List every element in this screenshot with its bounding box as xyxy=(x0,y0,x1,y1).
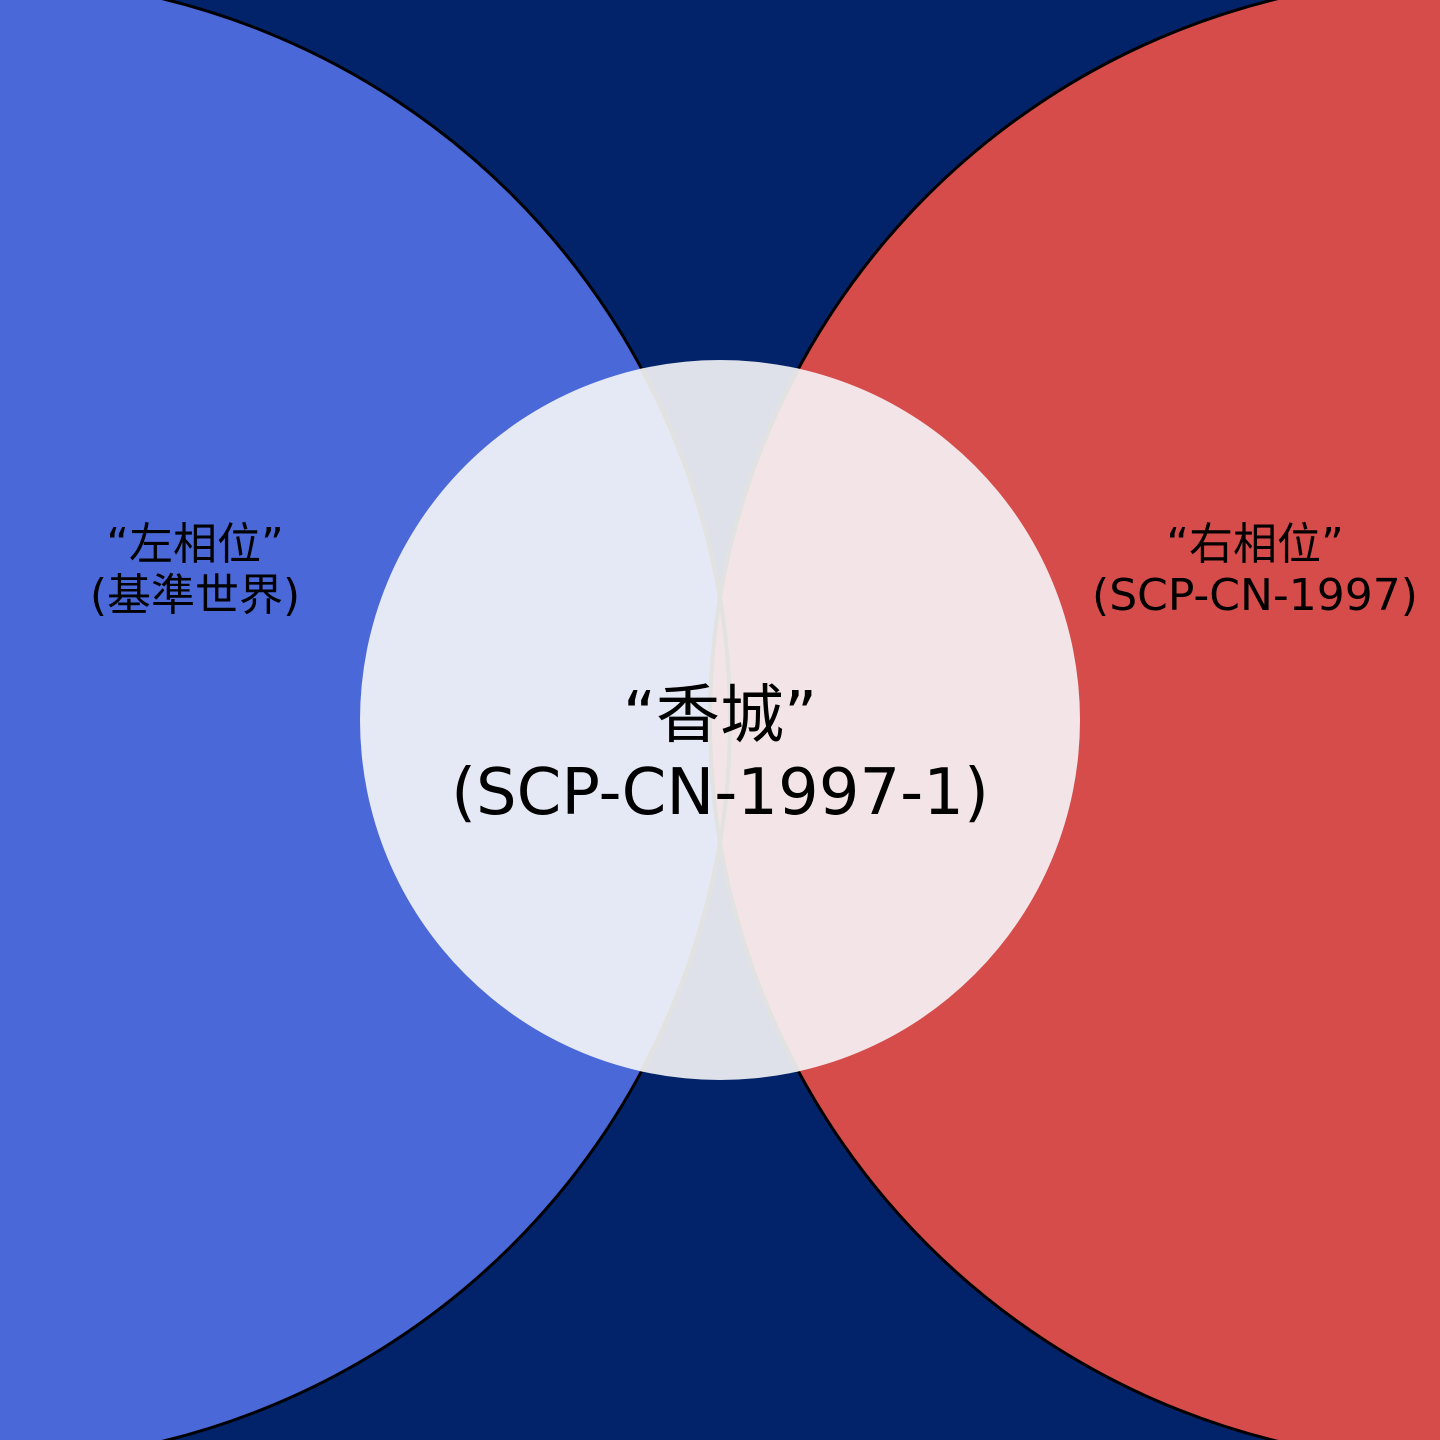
incense-city-title: “香城” xyxy=(622,679,818,753)
left-phase-label: “左相位” (基準世界) xyxy=(40,519,350,621)
right-phase-label: “右相位” (SCP-CN-1997) xyxy=(1070,519,1440,621)
incense-city-subtitle: (SCP-CN-1997-1) xyxy=(451,755,989,830)
right-phase-subtitle: (SCP-CN-1997) xyxy=(1092,569,1418,621)
incense-city-circle xyxy=(360,360,1080,1080)
left-phase-title: “左相位” xyxy=(106,519,284,570)
right-phase-title: “右相位” xyxy=(1166,519,1344,570)
left-phase-subtitle: (基準世界) xyxy=(89,569,301,621)
incense-city-label: “香城” (SCP-CN-1997-1) xyxy=(360,678,1080,832)
